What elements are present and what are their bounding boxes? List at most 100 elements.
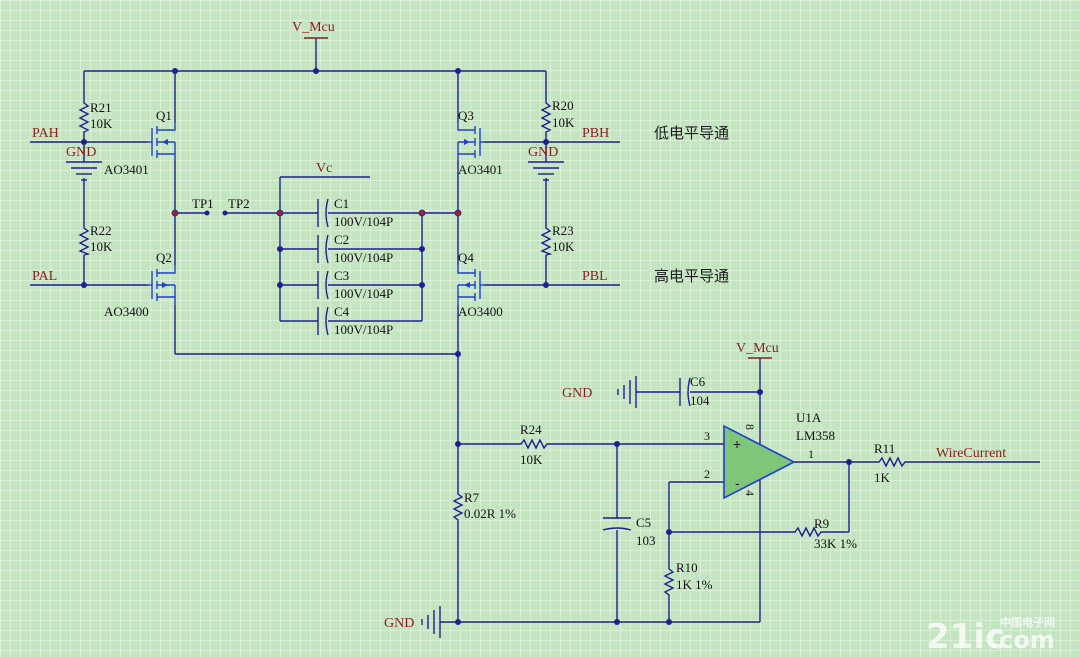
junction-dot	[454, 209, 462, 217]
tp1-label: TP1	[192, 196, 214, 211]
junction-dot	[419, 282, 425, 288]
junction-dot	[614, 441, 620, 447]
junction-dot	[276, 209, 284, 217]
capacitor-c5: C5 103	[602, 515, 656, 548]
note-active-high: 高电平导通	[654, 267, 729, 285]
capacitor-c4: C4 100V/104P	[317, 304, 393, 337]
capacitor-c2: C2 100V/104P	[317, 232, 393, 265]
resistor-r9: R9 33K 1%	[792, 516, 857, 551]
net-label-pal: PAL	[32, 269, 57, 284]
c4-ref: C4	[334, 304, 350, 319]
junction-dot	[614, 619, 620, 625]
gnd-label: GND	[562, 386, 592, 401]
resistor-r24: R24 10K	[518, 422, 550, 467]
junction-dot	[543, 139, 549, 145]
r11-ref: R11	[874, 441, 895, 456]
r11-value: 1K	[874, 470, 891, 485]
resistor-r23: R23 10K	[540, 223, 575, 256]
gnd-symbol-bottom: GND	[384, 606, 441, 638]
resistor-r22: R22 10K	[78, 223, 113, 256]
wires	[30, 38, 1040, 623]
q3-ref: Q3	[458, 108, 474, 123]
opamp-part: LM358	[796, 428, 835, 443]
junction-dot	[172, 68, 178, 74]
note-active-low: 低电平导通	[654, 124, 729, 142]
resistor-r11: R11 1K	[874, 441, 908, 485]
test-point-tp2: TP2	[222, 196, 250, 216]
r10-ref: R10	[676, 560, 698, 575]
gnd-label: GND	[384, 616, 414, 631]
watermark-domain: .com	[990, 626, 1055, 654]
mosfet-q2: Q2 AO3400	[104, 250, 176, 319]
gnd-label: GND	[528, 145, 558, 160]
opamp-plus-sign: +	[733, 436, 741, 452]
capacitor-c3: C3 100V/104P	[317, 268, 393, 301]
resistor-r20: R20 10K	[540, 98, 575, 135]
opamp-pin-4: 4	[743, 490, 757, 496]
resistor-r21: R21 10K	[78, 100, 113, 135]
r9-ref: R9	[814, 516, 829, 531]
opamp-pin-3: 3	[704, 429, 710, 443]
c3-ref: C3	[334, 268, 349, 283]
mosfet-q1: Q1 AO3401	[104, 108, 176, 177]
junction-dot	[418, 209, 426, 217]
r24-ref: R24	[520, 422, 542, 437]
c5-ref: C5	[636, 515, 651, 530]
junction-dot	[419, 246, 425, 252]
junction-dot	[171, 209, 179, 217]
r21-ref: R21	[90, 100, 112, 115]
junction-dot	[277, 282, 283, 288]
watermark-logo: 21ic .com 中国电子网	[926, 615, 1055, 657]
q2-ref: Q2	[156, 250, 172, 265]
tp2-label: TP2	[228, 196, 250, 211]
junction-dot	[757, 389, 763, 395]
q1-part: AO3401	[104, 162, 149, 177]
c4-value: 100V/104P	[334, 322, 393, 337]
c5-value: 103	[636, 533, 656, 548]
r7-value: 0.02R 1%	[464, 506, 516, 521]
mosfet-q4: Q4 AO3400	[457, 250, 503, 319]
junctions	[81, 68, 852, 625]
vmcu-top-symbol: V_Mcu	[292, 20, 335, 39]
test-point-tp1: TP1	[192, 196, 214, 216]
q2-part: AO3400	[104, 304, 149, 319]
junction-dot	[455, 351, 461, 357]
r9-value: 33K 1%	[814, 536, 857, 551]
r7-ref: R7	[464, 490, 480, 505]
q4-part: AO3400	[458, 304, 503, 319]
r24-value: 10K	[520, 452, 543, 467]
vmcu-label: V_Mcu	[292, 20, 335, 35]
q3-part: AO3401	[458, 162, 503, 177]
opamp-u1a: + - 3 2 1 8 4 U1A LM358	[704, 410, 835, 500]
r20-ref: R20	[552, 98, 574, 113]
resistor-r10: R10 1K 1%	[663, 560, 713, 598]
net-label-pbh: PBH	[582, 126, 609, 141]
net-label-pah: PAH	[32, 126, 59, 141]
junction-dot	[81, 139, 87, 145]
vmcu-opamp-symbol: V_Mcu	[736, 341, 779, 359]
gnd-symbol-c6: GND	[562, 376, 637, 408]
r22-value: 10K	[90, 239, 113, 254]
capacitor-c6: C6 104	[679, 374, 710, 408]
junction-dot	[81, 282, 87, 288]
junction-dot	[313, 68, 319, 74]
c6-ref: C6	[690, 374, 706, 389]
vc-symbol: Vc	[316, 161, 332, 176]
opamp-pin-8: 8	[743, 424, 757, 430]
junction-dot	[666, 529, 672, 535]
r22-ref: R22	[90, 223, 112, 238]
mosfet-q3: Q3 AO3401	[457, 108, 503, 177]
gnd-symbol-right: GND	[528, 145, 564, 181]
junction-dot	[543, 282, 549, 288]
watermark-brand: 21ic	[926, 617, 1005, 657]
c3-value: 100V/104P	[334, 286, 393, 301]
c6-value: 104	[690, 393, 710, 408]
junction-dot	[455, 441, 461, 447]
c2-ref: C2	[334, 232, 349, 247]
r23-value: 10K	[552, 239, 575, 254]
r10-value: 1K 1%	[676, 577, 713, 592]
junction-dot	[666, 619, 672, 625]
watermark-cn: 中国电子网	[1000, 615, 1055, 629]
junction-dot	[455, 68, 461, 74]
